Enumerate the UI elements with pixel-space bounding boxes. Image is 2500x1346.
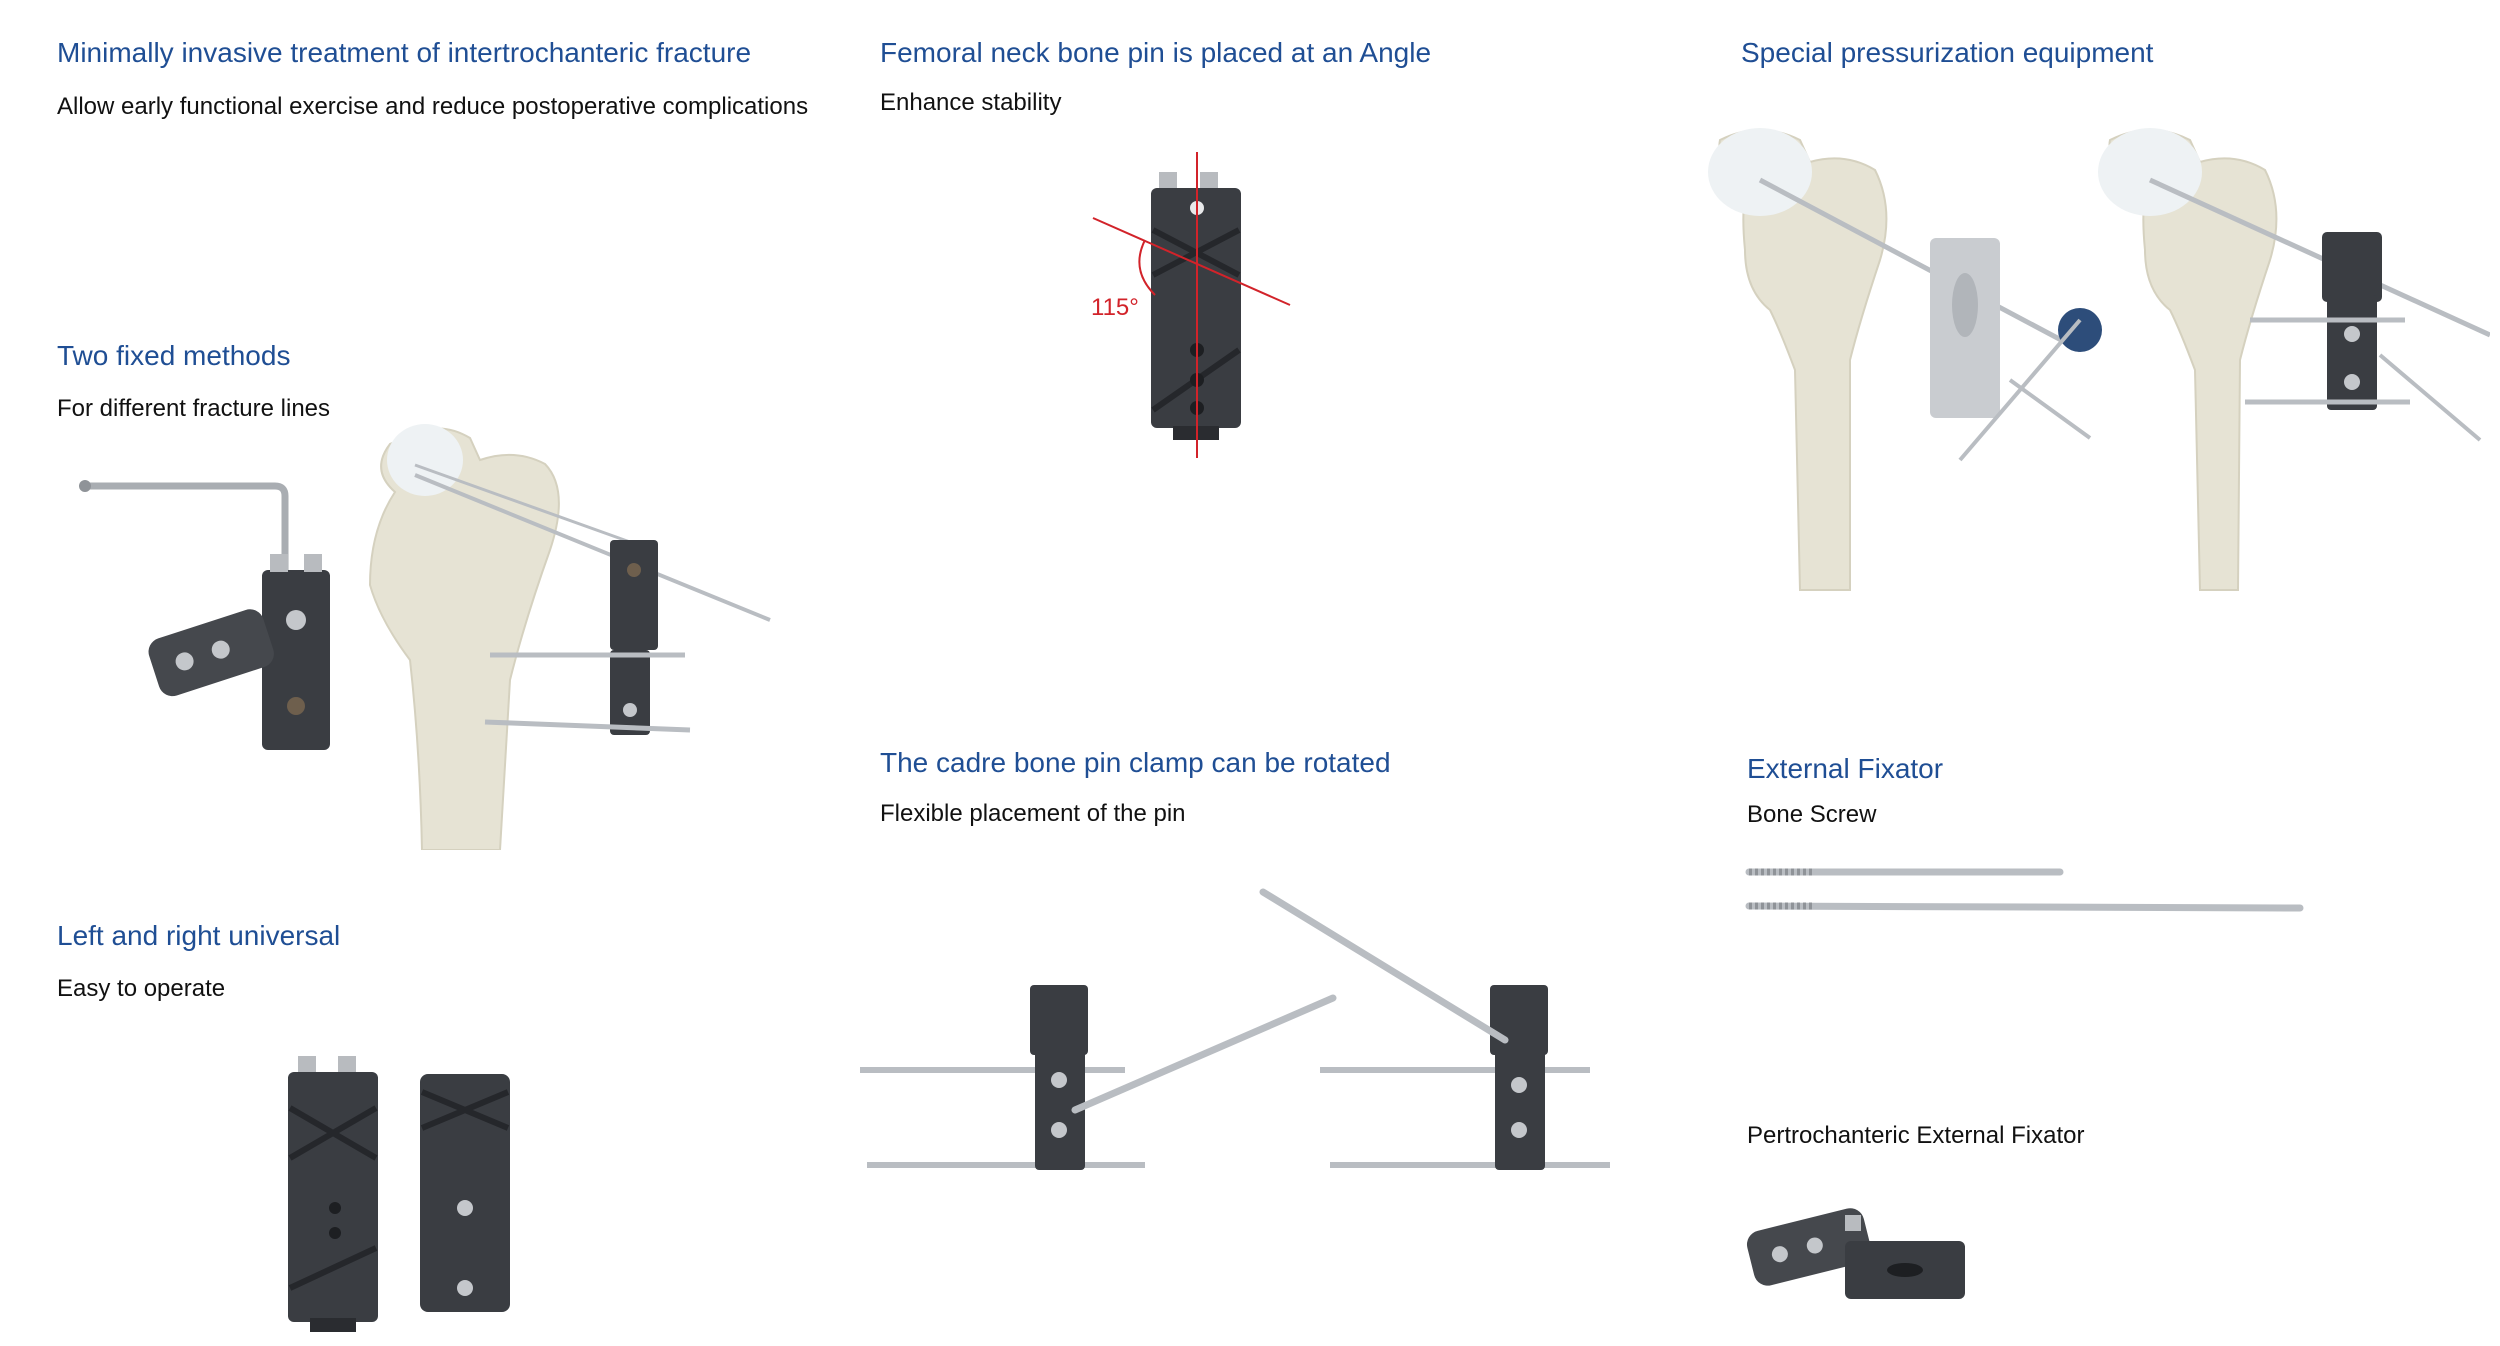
compression-knob [2058,308,2102,352]
pressurization-clamp [2322,232,2382,302]
section-title-two-fixed-methods: Two fixed methods [57,340,291,371]
fixator-clamp-body [262,570,330,750]
section-subtitle-minimally-invasive: Allow early functional exercise and redu… [57,93,809,120]
section-title-pressurization: Special pressurization equipment [1741,37,2154,68]
section-subtitle-femoral-neck-pin: Enhance stability [880,89,1062,116]
rotating-clamp-illustration [855,880,1615,1180]
pin-angle-illustration: 115° [1085,150,1300,460]
femoral-head-1 [1708,128,1812,216]
bone-screws-illustration [1745,860,2305,920]
angle-line-diagonal [1092,217,1291,306]
section-subtitle-cadre-clamp: Flexible placement of the pin [880,800,1186,827]
section-subtitle-left-right-universal: Easy to operate [57,975,226,1002]
section-title-minimally-invasive: Minimally invasive treatment of intertro… [57,37,752,68]
femoral-head-2 [2098,128,2202,216]
bone-screw-label: Bone Screw [1747,801,1877,828]
l-wrench [81,482,289,584]
pertrochanteric-fixator-illustration [1745,1195,1975,1310]
universal-clamps-illustration [280,1048,530,1338]
fixator-rotating-arm [148,609,274,697]
femur-fixator-clamp [610,540,658,650]
pertrochanteric-label: Pertrochanteric External Fixator [1747,1122,2085,1149]
two-methods-illustration [70,420,790,850]
femoral-head [387,424,463,496]
section-title-left-right-universal: Left and right universal [57,920,341,951]
section-title-femoral-neck-pin: Femoral neck bone pin is placed at an An… [880,37,1432,68]
section-subtitle-two-fixed-methods: For different fracture lines [57,395,331,422]
bone-screw-long [1745,902,2304,912]
angle-label: 115° [1091,294,1139,321]
clamp-body-right [420,1074,510,1312]
clamp-assembly-right [1490,985,1548,1055]
section-title-cadre-clamp: The cadre bone pin clamp can be rotated [880,747,1391,778]
femur-bone [368,427,560,850]
pressurization-illustration [1690,120,2490,600]
section-title-external-fixator: External Fixator [1747,753,1944,784]
clamp-assembly-left [1030,985,1088,1055]
